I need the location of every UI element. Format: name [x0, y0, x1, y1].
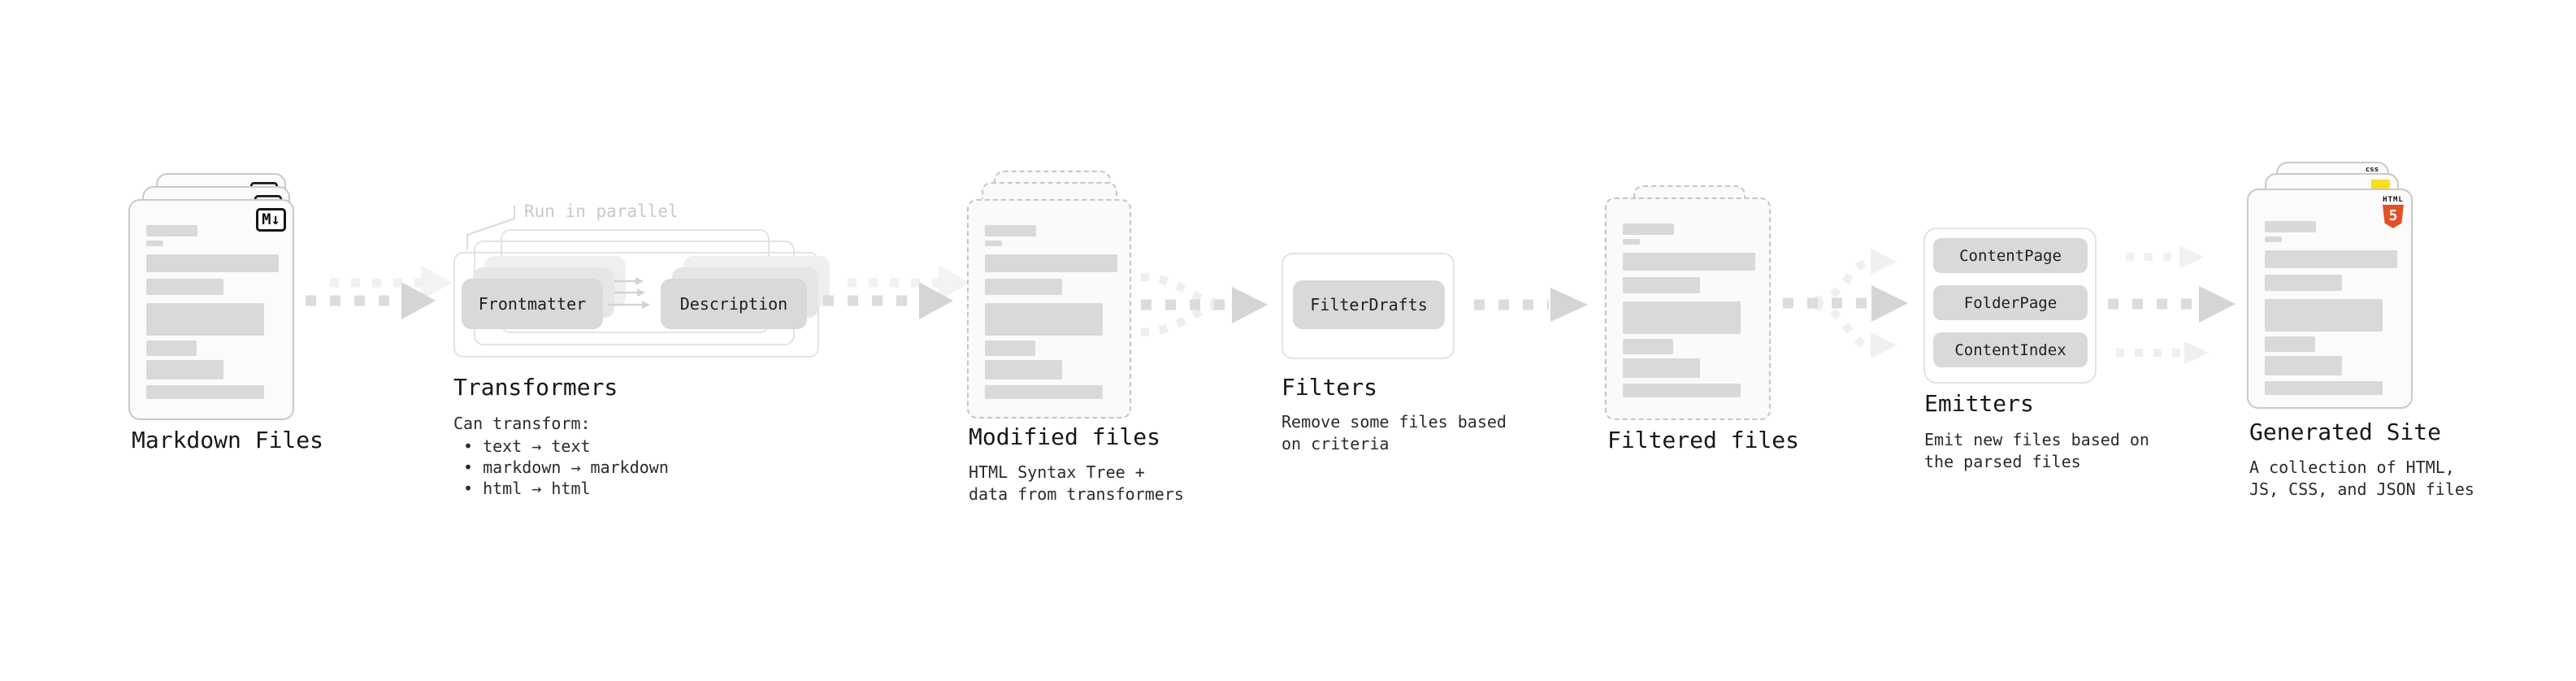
stage-title-transformers: Transformers	[453, 374, 618, 401]
flow-arrow-modified-to-filters	[1140, 273, 1268, 336]
transformers-note: Can transform:	[453, 414, 591, 433]
html5-wordmark: HTML	[2383, 196, 2404, 204]
modified-file-card-front	[967, 199, 1131, 419]
flow-arrow-filters-to-filtered	[1474, 288, 1588, 322]
filters-desc-line-2: on criteria	[1281, 434, 1390, 453]
html5-number: 5	[2388, 207, 2398, 224]
placeholder-line	[146, 385, 264, 399]
placeholder-line	[985, 340, 1035, 356]
placeholder-line	[2265, 356, 2342, 375]
filtered-file-card-front	[1605, 197, 1771, 420]
transformers-bullet-3: • html → html	[463, 479, 591, 498]
placeholder-line	[985, 303, 1103, 336]
markdown-icon: M↓	[256, 208, 286, 232]
placeholder-line	[2265, 221, 2316, 232]
document-placeholder-lines	[146, 225, 279, 399]
stage-title-modified-files: Modified files	[969, 423, 1161, 450]
placeholder-line	[1623, 339, 1673, 354]
filters-desc-line-1: Remove some files based	[1281, 412, 1507, 432]
placeholder-line	[146, 340, 197, 356]
filter-chip-filterdrafts: FilterDrafts	[1293, 280, 1445, 329]
stage-title-generated-site: Generated Site	[2249, 419, 2442, 445]
emitter-chip-contentpage: ContentPage	[1933, 238, 2088, 273]
placeholder-line	[1623, 223, 1674, 235]
placeholder-line	[985, 241, 1002, 246]
generated-desc-line-2: JS, CSS, and JSON files	[2249, 479, 2474, 499]
emitters-desc-line-1: Emit new files based on	[1924, 430, 2149, 449]
placeholder-line	[985, 225, 1036, 236]
stage-title-emitters: Emitters	[1924, 390, 2034, 417]
generated-html-file-card: HTML 5	[2247, 189, 2413, 409]
document-placeholder-lines	[2265, 221, 2397, 395]
placeholder-line	[2265, 381, 2383, 395]
placeholder-line	[2265, 336, 2315, 352]
emitter-chip-folderpage: FolderPage	[1933, 285, 2088, 320]
placeholder-line	[146, 360, 223, 380]
placeholder-line	[1623, 277, 1700, 293]
placeholder-line	[146, 254, 279, 272]
flow-arrow-filtered-to-emitters	[1783, 249, 1908, 358]
markdown-file-card-front: M↓	[128, 199, 294, 420]
parallel-transform-arrows	[608, 277, 650, 309]
html5-icon: HTML 5	[2380, 196, 2406, 228]
transformers-bullet-2: • markdown → markdown	[463, 458, 669, 477]
stage-title-filters: Filters	[1281, 374, 1378, 401]
placeholder-line	[985, 279, 1062, 295]
document-placeholder-lines	[1623, 223, 1755, 397]
placeholder-line	[146, 241, 163, 246]
transformer-chip-description: Description	[661, 279, 807, 329]
placeholder-line	[985, 254, 1117, 272]
run-in-parallel-label: Run in parallel	[524, 202, 679, 221]
flow-arrow-markdown-to-transformers	[306, 265, 452, 319]
placeholder-line	[2265, 250, 2397, 268]
generated-desc-line-1: A collection of HTML,	[2249, 458, 2455, 477]
placeholder-line	[2265, 275, 2342, 291]
placeholder-line	[146, 303, 264, 336]
modified-desc-line-2: data from transformers	[969, 484, 1184, 504]
placeholder-line	[1623, 253, 1755, 271]
placeholder-line	[1623, 358, 1700, 378]
placeholder-line	[146, 225, 197, 236]
stage-title-markdown-files: Markdown Files	[132, 427, 324, 453]
flow-arrow-transformers-to-modified	[823, 265, 969, 319]
placeholder-line	[146, 279, 223, 295]
modified-desc-line-1: HTML Syntax Tree +	[969, 462, 1145, 482]
placeholder-line	[985, 360, 1062, 380]
placeholder-line	[1623, 301, 1741, 334]
emitter-chip-contentindex: ContentIndex	[1933, 332, 2088, 367]
javascript-icon	[2371, 180, 2390, 189]
stage-title-filtered-files: Filtered files	[1607, 427, 1800, 453]
placeholder-line	[1623, 239, 1640, 245]
transformer-chip-frontmatter: Frontmatter	[462, 279, 603, 329]
emitters-desc-line-2: the parsed files	[1924, 452, 2081, 471]
placeholder-line	[985, 385, 1103, 399]
css-label: css	[2365, 166, 2379, 174]
transformers-bullet-1: • text → text	[463, 436, 591, 456]
placeholder-line	[2265, 236, 2282, 242]
document-placeholder-lines	[985, 225, 1117, 399]
placeholder-line	[1623, 384, 1741, 397]
placeholder-line	[2265, 299, 2383, 332]
flow-arrow-emitters-to-generated	[2108, 245, 2236, 364]
annotation-connector-line	[466, 206, 515, 249]
